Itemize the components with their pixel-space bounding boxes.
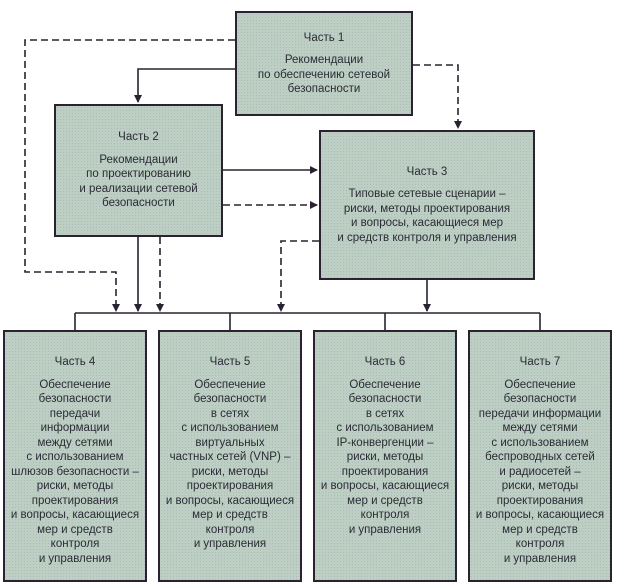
- part-6-box: Часть 6 Обеспечение безопасности в сетях…: [313, 330, 457, 582]
- part-4-title: Часть 4: [54, 356, 96, 368]
- part-6-description: Обеспечение безопасности в сетях с испол…: [320, 378, 450, 536]
- part-5-title: Часть 5: [209, 356, 251, 368]
- connector-p1-p2: [134, 68, 235, 103]
- part-1-title: Часть 1: [303, 31, 345, 44]
- part-1-box: Часть 1 Рекомендации по обеспечению сете…: [235, 11, 413, 116]
- part-7-description: Обеспечение безопасности передачи информ…: [475, 378, 605, 565]
- part-4-description: Обеспечение безопасности передачи информ…: [10, 378, 140, 565]
- part-1-description: Рекомендации по обеспечению сетевой безо…: [257, 54, 391, 95]
- part-2-description: Рекомендации по проектированию и реализа…: [79, 153, 198, 210]
- connector-p1-bus-dashed: [24, 39, 235, 312]
- part-3-title: Часть 3: [406, 165, 448, 178]
- connector-p1-p3-dashed: [413, 64, 462, 129]
- part-5-box: Часть 5 Обеспечение безопасности в сетях…: [158, 330, 302, 582]
- connector-p3-bus-dashed: [277, 240, 319, 312]
- part-3-description: Типовые сетевые сценарии – риски, методы…: [337, 188, 517, 244]
- part-6-title: Часть 6: [364, 356, 406, 368]
- part-7-title: Часть 7: [519, 356, 561, 368]
- part-3-box: Часть 3 Типовые сетевые сценарии – риски…: [319, 130, 535, 280]
- part-2-title: Часть 2: [118, 131, 159, 144]
- part-5-description: Обеспечение безопасности в сетях с испол…: [165, 378, 295, 551]
- part-2-box: Часть 2 Рекомендации по проектированию и…: [54, 104, 223, 237]
- part-4-box: Часть 4 Обеспечение безопасности передач…: [3, 330, 147, 582]
- part-7-box: Часть 7 Обеспечение безопасности передач…: [468, 330, 612, 582]
